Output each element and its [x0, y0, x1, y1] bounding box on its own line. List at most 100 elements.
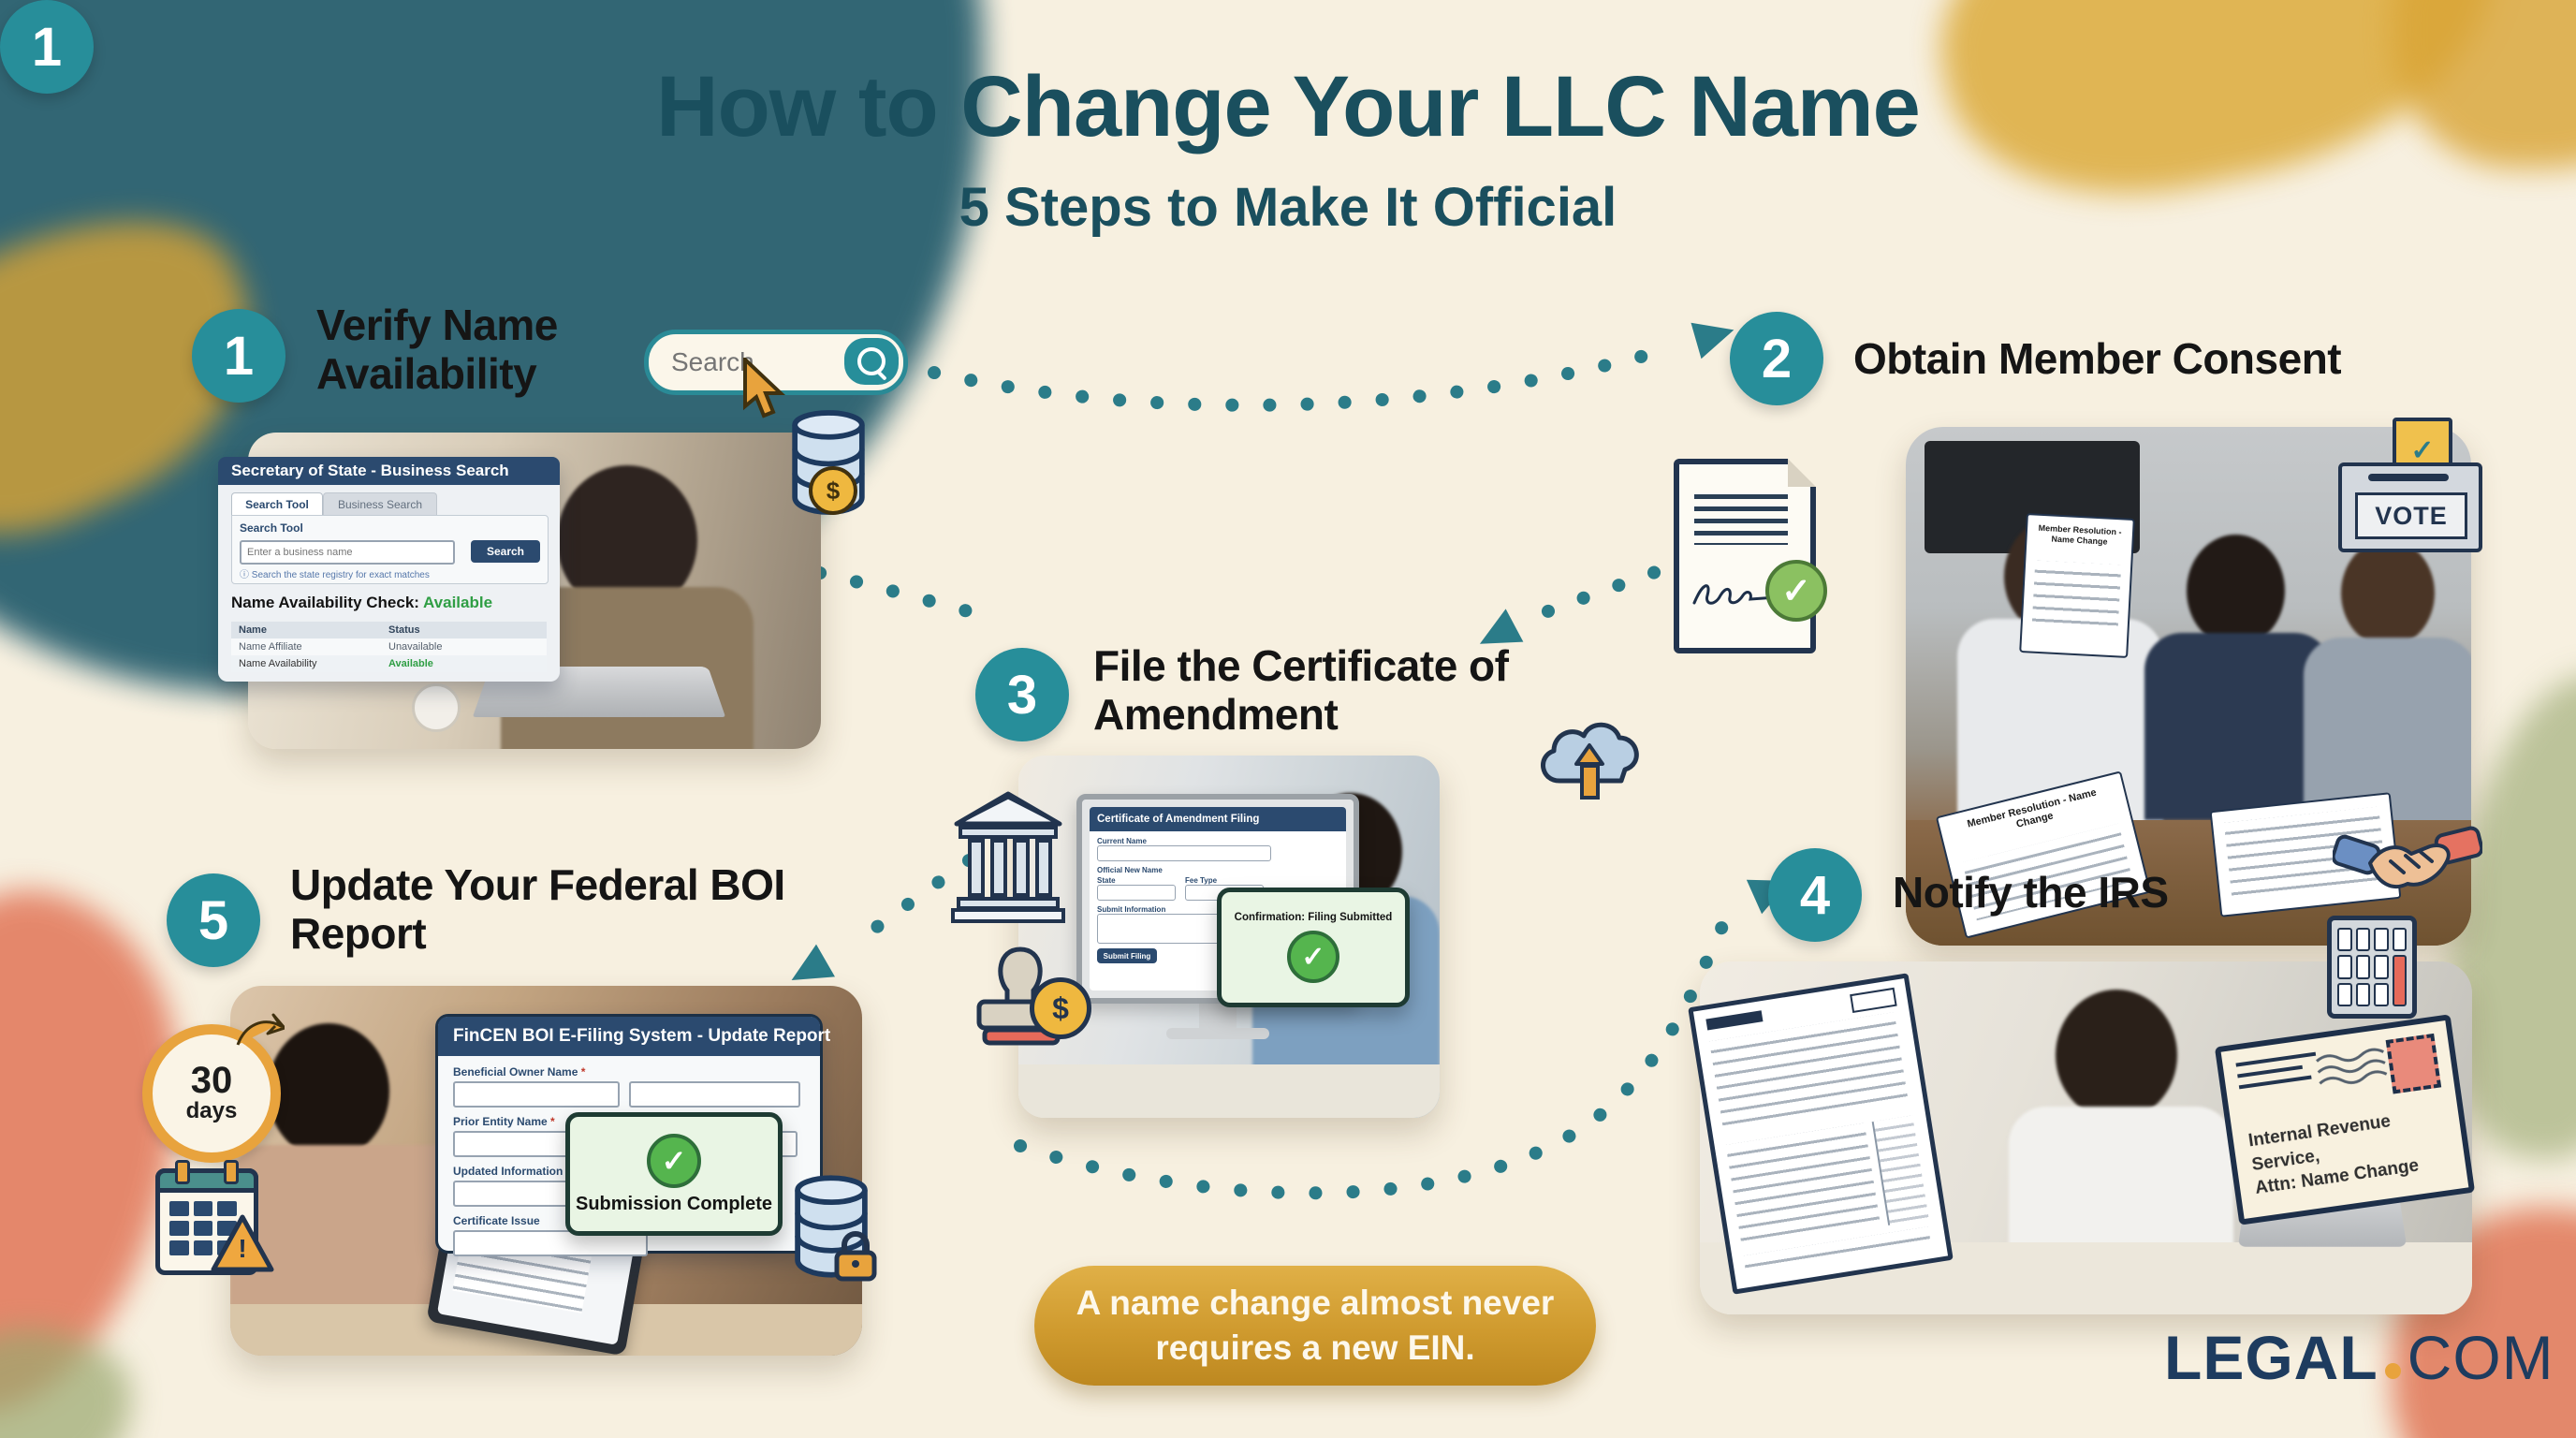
field-label-text: Beneficial Owner Name — [453, 1065, 578, 1078]
cell-name: Name Availability — [239, 658, 317, 669]
calc-key — [2337, 982, 2352, 1006]
confirmation-check-icon: ✓ — [1287, 931, 1339, 983]
address-line — [2238, 1075, 2312, 1090]
sos-window-title: Secretary of State - Business Search — [231, 462, 509, 479]
clock-face: 30 days — [142, 1024, 281, 1163]
availability-check-line: Name Availability Check: Available — [231, 594, 492, 612]
ballot-slot — [2368, 474, 2449, 481]
calc-key — [2374, 928, 2389, 952]
filing-confirmation-popup: Confirmation: Filing Submitted ✓ — [1217, 888, 1410, 1007]
step-1-badge: 1 — [192, 309, 285, 403]
calendar-header — [155, 1168, 258, 1193]
cell-status: Unavailable — [388, 641, 443, 653]
step-5-number: 5 — [198, 889, 229, 951]
connector-photo1-trail — [813, 566, 978, 619]
photo-person-torso — [2009, 1107, 2233, 1266]
step-1-number: 1 — [31, 16, 63, 78]
step-2-label: Obtain Member Consent — [1853, 334, 2342, 383]
ballot-box-body: VOTE — [2338, 462, 2482, 552]
dollar-sign: $ — [1052, 990, 1069, 1025]
calculator-icon — [2327, 916, 2417, 1019]
desk-surface — [1018, 1064, 1440, 1118]
postage-stamp-icon — [2385, 1033, 2442, 1094]
field-label: Current Name — [1097, 837, 1147, 845]
deadline-unit: days — [185, 1098, 238, 1123]
approved-check-icon: ✓ — [1765, 560, 1827, 622]
current-name-input[interactable] — [1097, 845, 1271, 861]
check-glyph: ✓ — [1301, 941, 1325, 973]
step-4-number: 4 — [1799, 864, 1831, 926]
certificate-input[interactable] — [453, 1230, 648, 1256]
table-row: Name Affiliate Unavailable — [231, 638, 547, 655]
connector-1-to-2 — [928, 342, 1678, 412]
arrowhead-into-5 — [791, 944, 835, 980]
submission-check-icon: ✓ — [647, 1133, 701, 1188]
dollar-coin-icon: $ — [809, 466, 857, 515]
sos-search-button-label: Search — [486, 545, 525, 558]
availability-check-value: Available — [423, 594, 493, 611]
field-label: Prior Entity Name * — [453, 1115, 805, 1128]
database-lock-icon — [790, 1174, 877, 1282]
address-line — [2237, 1064, 2304, 1078]
sos-search-button[interactable]: Search — [471, 540, 540, 563]
calc-key — [2374, 982, 2389, 1006]
page-subtitle: 5 Steps to Make It Official — [959, 177, 1617, 238]
connector-3-to-4 — [1014, 898, 1740, 1200]
postmark-waves — [2316, 1048, 2388, 1085]
folded-corner — [1788, 459, 1816, 487]
page-title: How to Change Your LLC Name — [656, 59, 1921, 154]
sos-helper-text: ⓘ Search the state registry for exact ma… — [240, 566, 430, 580]
step-1-label: Verify Name Availability — [316, 301, 558, 398]
photo-person-torso — [2144, 633, 2332, 820]
photo-person — [2341, 539, 2435, 647]
fincen-title: FinCEN BOI E-Filing System - Update Repo… — [453, 1026, 831, 1046]
photo-person — [268, 1023, 389, 1159]
ein-footnote-pill: A name change almost never requires a ne… — [1034, 1266, 1596, 1386]
filing-form-title: Certificate of Amendment Filing — [1097, 814, 1260, 825]
owner-name-input-1[interactable] — [453, 1081, 620, 1108]
form-lines — [1709, 1012, 1910, 1135]
search-button[interactable] — [844, 338, 899, 385]
tab-business-search[interactable]: Business Search — [323, 492, 437, 516]
dollar-sign: $ — [826, 476, 841, 505]
field-label: Official New Name — [1097, 866, 1163, 874]
photo-person — [2056, 990, 2177, 1121]
calc-key — [2392, 928, 2407, 952]
check-glyph: ✓ — [661, 1143, 687, 1178]
vote-box-icon: ✓ VOTE — [2338, 418, 2482, 552]
field-label-text: Prior Entity Name — [453, 1115, 548, 1128]
tab-search-tool[interactable]: Search Tool — [231, 492, 323, 516]
calc-key — [2374, 955, 2389, 979]
sos-panel-label: Search Tool — [240, 521, 303, 535]
field-label: State — [1097, 876, 1116, 885]
calendar-peg — [224, 1160, 239, 1184]
warning-icon: ! — [210, 1213, 275, 1275]
cell-status: Available — [388, 658, 433, 669]
step-4-badge: 4 — [1768, 848, 1862, 942]
field-label: Submit Information — [1097, 905, 1166, 914]
stamp-icon: $ — [962, 936, 1091, 1060]
calc-key — [2337, 928, 2352, 952]
signed-document-icon: ✓ — [1674, 459, 1827, 653]
submit-filing-button[interactable]: Submit Filing — [1097, 948, 1157, 963]
arrowhead-into-3 — [1479, 609, 1524, 644]
brand-dot-icon — [2384, 1363, 2401, 1379]
resolution-title: Member Resolution - Name Change — [2038, 522, 2122, 547]
calendar-icon — [155, 1160, 258, 1275]
calendar-peg — [175, 1160, 190, 1184]
sos-business-name-input[interactable] — [240, 540, 455, 565]
col-name: Name — [239, 624, 267, 636]
resolution-document: Member Resolution - Name Change — [2019, 513, 2135, 658]
form-amount-column — [1871, 1115, 1929, 1225]
sos-search-panel: Search Tool Search ⓘ Search the state re… — [231, 515, 549, 584]
owner-name-input-2[interactable] — [629, 1081, 800, 1108]
state-input[interactable] — [1097, 885, 1176, 901]
search-input[interactable] — [669, 346, 813, 378]
step-1-badge: 1 — [0, 0, 94, 94]
submission-title: Submission Complete — [575, 1193, 773, 1214]
handshake-icon — [2333, 826, 2482, 889]
search-bar[interactable] — [644, 330, 908, 395]
vote-plate: VOTE — [2355, 492, 2467, 539]
warning-exclaim: ! — [238, 1234, 247, 1263]
